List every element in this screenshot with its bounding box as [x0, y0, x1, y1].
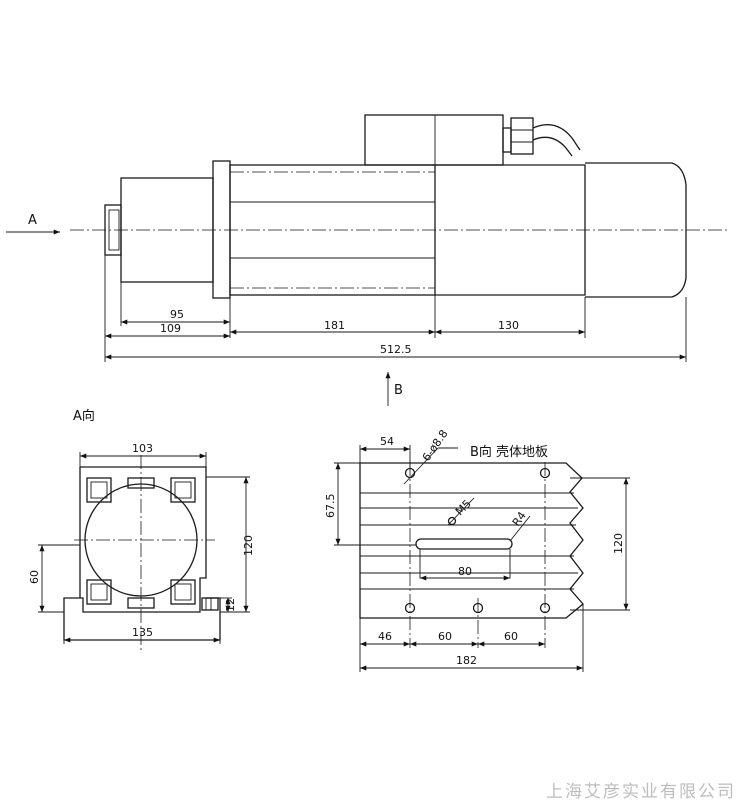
thread-m5: M5 — [453, 497, 474, 518]
dim-130: 130 — [498, 319, 519, 332]
side-view: A B 95 109 181 130 512.5 — [6, 114, 730, 406]
mount-holes — [404, 467, 551, 614]
slot — [415, 538, 513, 550]
dim-60-b2: 60 — [504, 630, 518, 643]
dim-67-5: 67.5 — [324, 494, 337, 519]
dim-512-5: 512.5 — [380, 343, 412, 356]
view-b: B向 壳体地板 6-ø8.8 M5 R4 — [324, 427, 630, 672]
view-b-title: B向 壳体地板 — [470, 444, 548, 460]
dim-46: 46 — [378, 630, 392, 643]
holes-spec: 6-ø8.8 — [420, 427, 451, 463]
base-plate-outline — [359, 462, 584, 619]
company-watermark: 上海艾彦实业有限公司 — [546, 782, 736, 802]
dim-60-b1: 60 — [438, 630, 452, 643]
cable-gland — [502, 127, 512, 153]
dim-182: 182 — [456, 654, 477, 667]
dim-120-a: 120 — [242, 535, 255, 556]
view-a-title: A向 — [73, 408, 95, 424]
dim-181: 181 — [324, 319, 345, 332]
dim-12: 12 — [224, 598, 237, 612]
dim-60-a: 60 — [28, 570, 41, 584]
flange — [212, 160, 231, 299]
view-b-arrow-label: B — [394, 383, 403, 398]
view-a-arrow-label: A — [28, 213, 37, 228]
dim-109: 109 — [160, 322, 181, 335]
dim-80: 80 — [458, 565, 472, 578]
junction-box — [364, 114, 504, 166]
dim-120-b: 120 — [612, 533, 625, 554]
cable — [532, 124, 581, 151]
dim-135: 135 — [132, 626, 153, 639]
rear-cap — [585, 162, 687, 298]
view-a: A向 103 120 60 — [28, 408, 255, 650]
radius-r4: R4 — [510, 509, 529, 528]
dim-54: 54 — [380, 435, 394, 448]
dim-103: 103 — [132, 442, 153, 455]
dim-95: 95 — [170, 308, 184, 321]
